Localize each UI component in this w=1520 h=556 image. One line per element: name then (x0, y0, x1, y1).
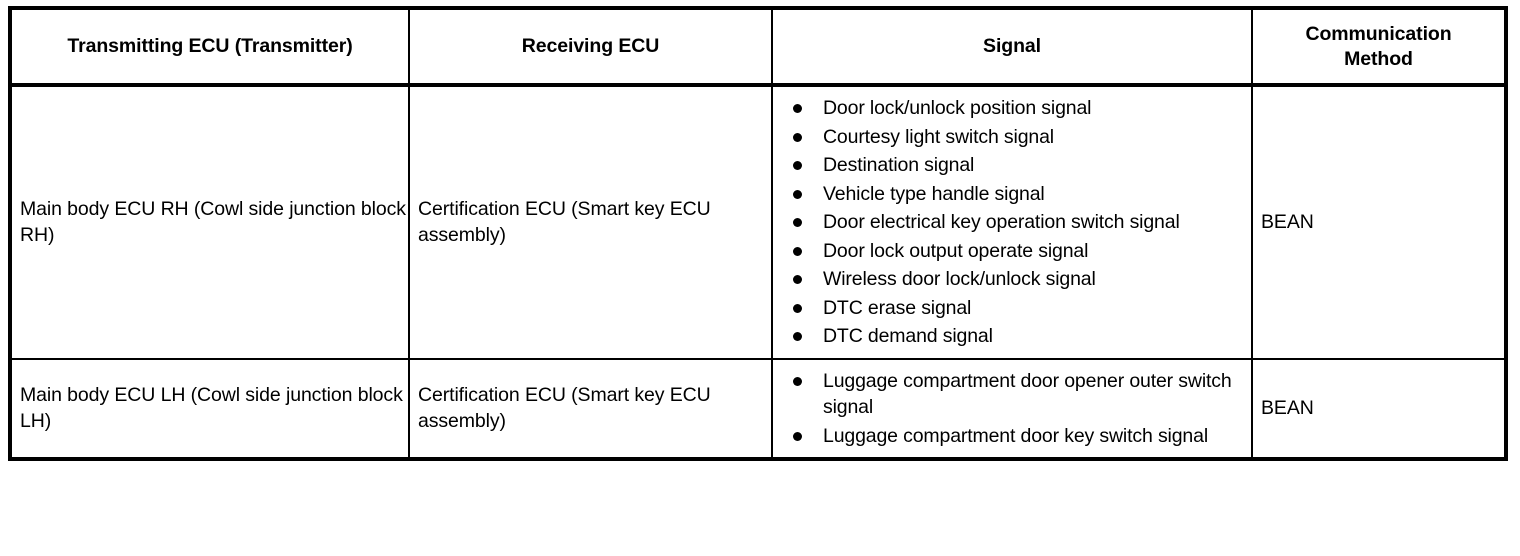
list-item: Door lock output operate signal (783, 238, 1245, 265)
list-item: Door electrical key operation switch sig… (783, 209, 1245, 236)
cell-signal: Luggage compartment door opener outer sw… (772, 357, 1253, 460)
cell-communication-method: BEAN (1252, 357, 1506, 460)
column-header-signal: Signal (772, 8, 1253, 87)
table-row: Main body ECU RH (Cowl side junction blo… (10, 85, 1506, 359)
cell-signal: Door lock/unlock position signal Courtes… (772, 85, 1253, 359)
cell-communication-method-text: BEAN (1261, 211, 1314, 234)
list-item-label: Door electrical key operation switch sig… (823, 211, 1180, 234)
list-item-label: Door lock/unlock position signal (823, 97, 1092, 119)
cell-receiving-ecu: Certification ECU (Smart key ECU assembl… (409, 357, 773, 460)
cell-transmitting-ecu-text: Main body ECU RH (Cowl side junction blo… (20, 198, 406, 247)
list-item: Courtesy light switch signal (783, 124, 1245, 151)
list-item: Luggage compartment door opener outer sw… (783, 368, 1245, 421)
cell-transmitting-ecu: Main body ECU RH (Cowl side junction blo… (10, 85, 410, 359)
list-item-label: DTC erase signal (823, 296, 972, 319)
bullet-icon (793, 431, 802, 441)
ecu-communication-table: Transmitting ECU (Transmitter) Receiving… (8, 6, 1508, 462)
signal-list: Door lock/unlock position signal Courtes… (783, 95, 1245, 350)
list-item: DTC erase signal (783, 295, 1245, 322)
column-header-communication-method: Communication Method (1252, 8, 1506, 87)
table-row: Main body ECU LH (Cowl side junction blo… (10, 357, 1506, 460)
list-item-label: Destination signal (823, 154, 975, 177)
list-item: Vehicle type handle signal (783, 181, 1245, 208)
bullet-icon (793, 189, 802, 199)
bullet-icon (793, 132, 802, 142)
list-item-label: Courtesy light switch signal (823, 125, 1054, 148)
list-item: Wireless door lock/unlock signal (783, 266, 1245, 293)
column-header-receiving-ecu: Receiving ECU (409, 8, 773, 87)
cell-receiving-ecu: Certification ECU (Smart key ECU assembl… (409, 85, 773, 359)
list-item: Luggage compartment door key switch sign… (783, 423, 1245, 450)
list-item-label: DTC demand signal (823, 325, 993, 348)
bullet-icon (793, 376, 802, 386)
list-item-label: Door lock output operate signal (823, 239, 1089, 262)
bullet-icon (793, 161, 802, 171)
list-item-label: Luggage compartment door key switch sign… (823, 424, 1208, 447)
list-item-label: Wireless door lock/unlock signal (823, 268, 1096, 291)
column-header-communication-method-line2: Method (1344, 47, 1413, 70)
signal-list: Luggage compartment door opener outer sw… (783, 368, 1245, 450)
table-body: Main body ECU RH (Cowl side junction blo… (10, 85, 1506, 460)
column-header-communication-method-line1: Communication (1305, 22, 1452, 45)
list-item: DTC demand signal (783, 323, 1245, 350)
bullet-icon (793, 218, 802, 228)
list-item: Door lock/unlock position signal (783, 95, 1245, 122)
list-item-label: Vehicle type handle signal (823, 182, 1045, 205)
list-item: Destination signal (783, 152, 1245, 179)
list-item-label: Luggage compartment door opener outer sw… (823, 369, 1232, 419)
bullet-icon (793, 104, 802, 113)
column-header-receiving-ecu-label: Receiving ECU (521, 35, 660, 58)
bullet-icon (793, 246, 802, 256)
column-header-transmitting-ecu: Transmitting ECU (Transmitter) (10, 8, 410, 87)
cell-transmitting-ecu: Main body ECU LH (Cowl side junction blo… (10, 357, 410, 460)
bullet-icon (793, 275, 802, 285)
table-header-row: Transmitting ECU (Transmitter) Receiving… (10, 8, 1506, 87)
cell-transmitting-ecu-text: Main body ECU LH (Cowl side junction blo… (20, 384, 403, 433)
column-header-transmitting-ecu-label: Transmitting ECU (Transmitter) (67, 35, 353, 58)
cell-receiving-ecu-text: Certification ECU (Smart key ECU assembl… (418, 198, 711, 247)
column-header-signal-label: Signal (983, 35, 1041, 58)
bullet-icon (793, 332, 802, 342)
cell-communication-method-text: BEAN (1261, 397, 1314, 420)
cell-communication-method: BEAN (1252, 85, 1506, 359)
cell-receiving-ecu-text: Certification ECU (Smart key ECU assembl… (418, 384, 711, 433)
table-header: Transmitting ECU (Transmitter) Receiving… (10, 8, 1506, 87)
bullet-icon (793, 303, 802, 313)
